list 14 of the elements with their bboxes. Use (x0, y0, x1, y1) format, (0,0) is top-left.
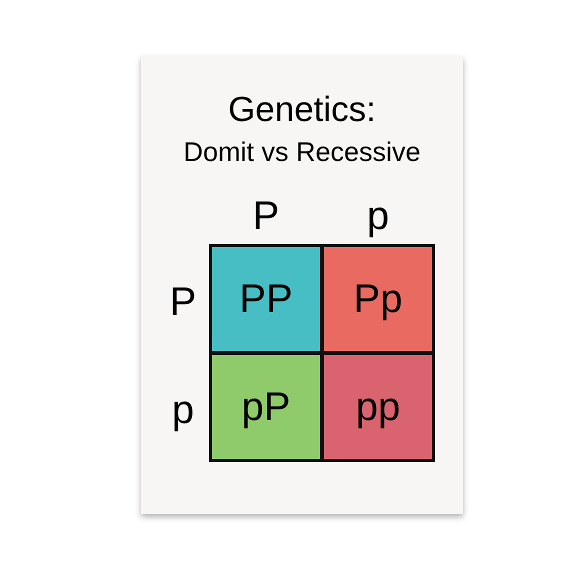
punnett-cell (322, 245, 434, 353)
punnett-cell (322, 353, 434, 461)
row-allele-label: P (168, 279, 198, 326)
genotype-text: pP (242, 387, 290, 427)
row-allele-label: p (170, 387, 196, 434)
subtitle: Domit vs Recessive (182, 136, 422, 168)
column-allele-label: p (366, 193, 390, 240)
genotype-text: pp (356, 387, 400, 427)
title: Genetics: (227, 89, 377, 131)
genotype-text: PP (239, 279, 293, 319)
punnett-cell (210, 245, 322, 353)
genotype-text: Pp (354, 279, 402, 319)
column-allele-label: P (252, 193, 280, 240)
punnett-cell (210, 353, 322, 461)
